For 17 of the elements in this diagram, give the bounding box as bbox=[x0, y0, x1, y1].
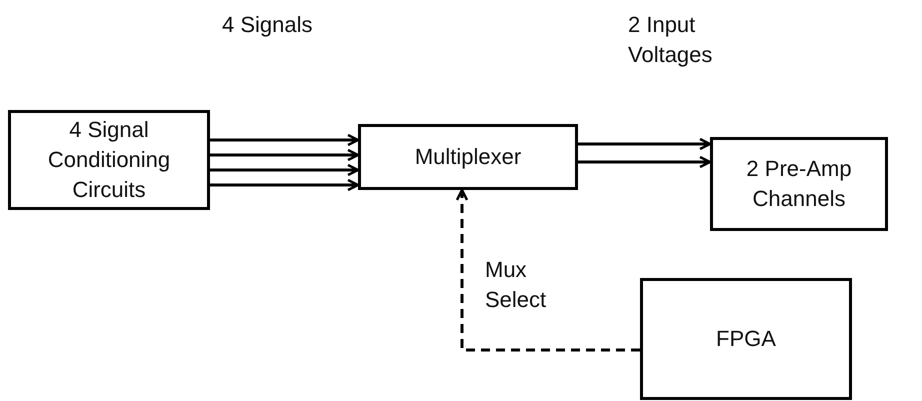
arrow bbox=[210, 164, 360, 176]
arrow bbox=[456, 188, 640, 352]
box-label: 2 Pre-Amp Channels bbox=[745, 155, 853, 213]
process-box bbox=[640, 278, 852, 400]
annotation-text: 2 Input Voltages bbox=[628, 11, 714, 69]
box-label: FPGA bbox=[716, 325, 776, 354]
arrow bbox=[210, 178, 360, 192]
process-box bbox=[8, 110, 210, 210]
arrow bbox=[210, 148, 360, 162]
annotation-text: 4 Signals bbox=[222, 11, 314, 39]
process-box bbox=[358, 124, 578, 190]
process-box bbox=[710, 137, 888, 231]
arrow bbox=[578, 156, 712, 168]
box-label: Multiplexer bbox=[414, 143, 522, 172]
arrow bbox=[210, 134, 360, 146]
arrow bbox=[578, 138, 712, 150]
box-label: 4 Signal Conditioning Circuits bbox=[46, 116, 172, 204]
